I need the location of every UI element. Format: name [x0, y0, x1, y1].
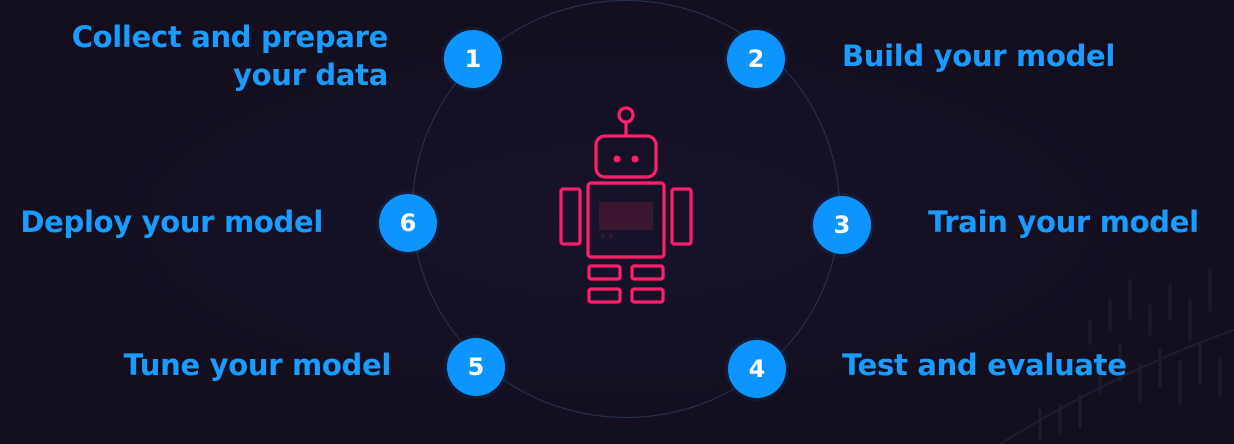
step-5-badge: 5: [447, 338, 505, 396]
step-2-badge: 2: [727, 30, 785, 88]
robot-icon: [559, 106, 693, 304]
step-3-badge: 3: [813, 196, 871, 254]
step-4-badge: 4: [728, 340, 786, 398]
step-1-label: Collect and prepare your data: [71, 18, 389, 94]
step-1-badge: 1: [444, 30, 502, 88]
step-3-label: Train your model: [928, 205, 1199, 239]
step-2-label: Build your model: [842, 39, 1116, 73]
step-6-label: Deploy your model: [20, 205, 323, 239]
step-5-label: Tune your model: [123, 348, 391, 382]
step-6-badge: 6: [379, 194, 437, 252]
step-1-label-line1: Collect and prepare: [71, 20, 389, 54]
step-4-label: Test and evaluate: [842, 348, 1127, 382]
step-1-label-line2: your data: [233, 58, 388, 92]
